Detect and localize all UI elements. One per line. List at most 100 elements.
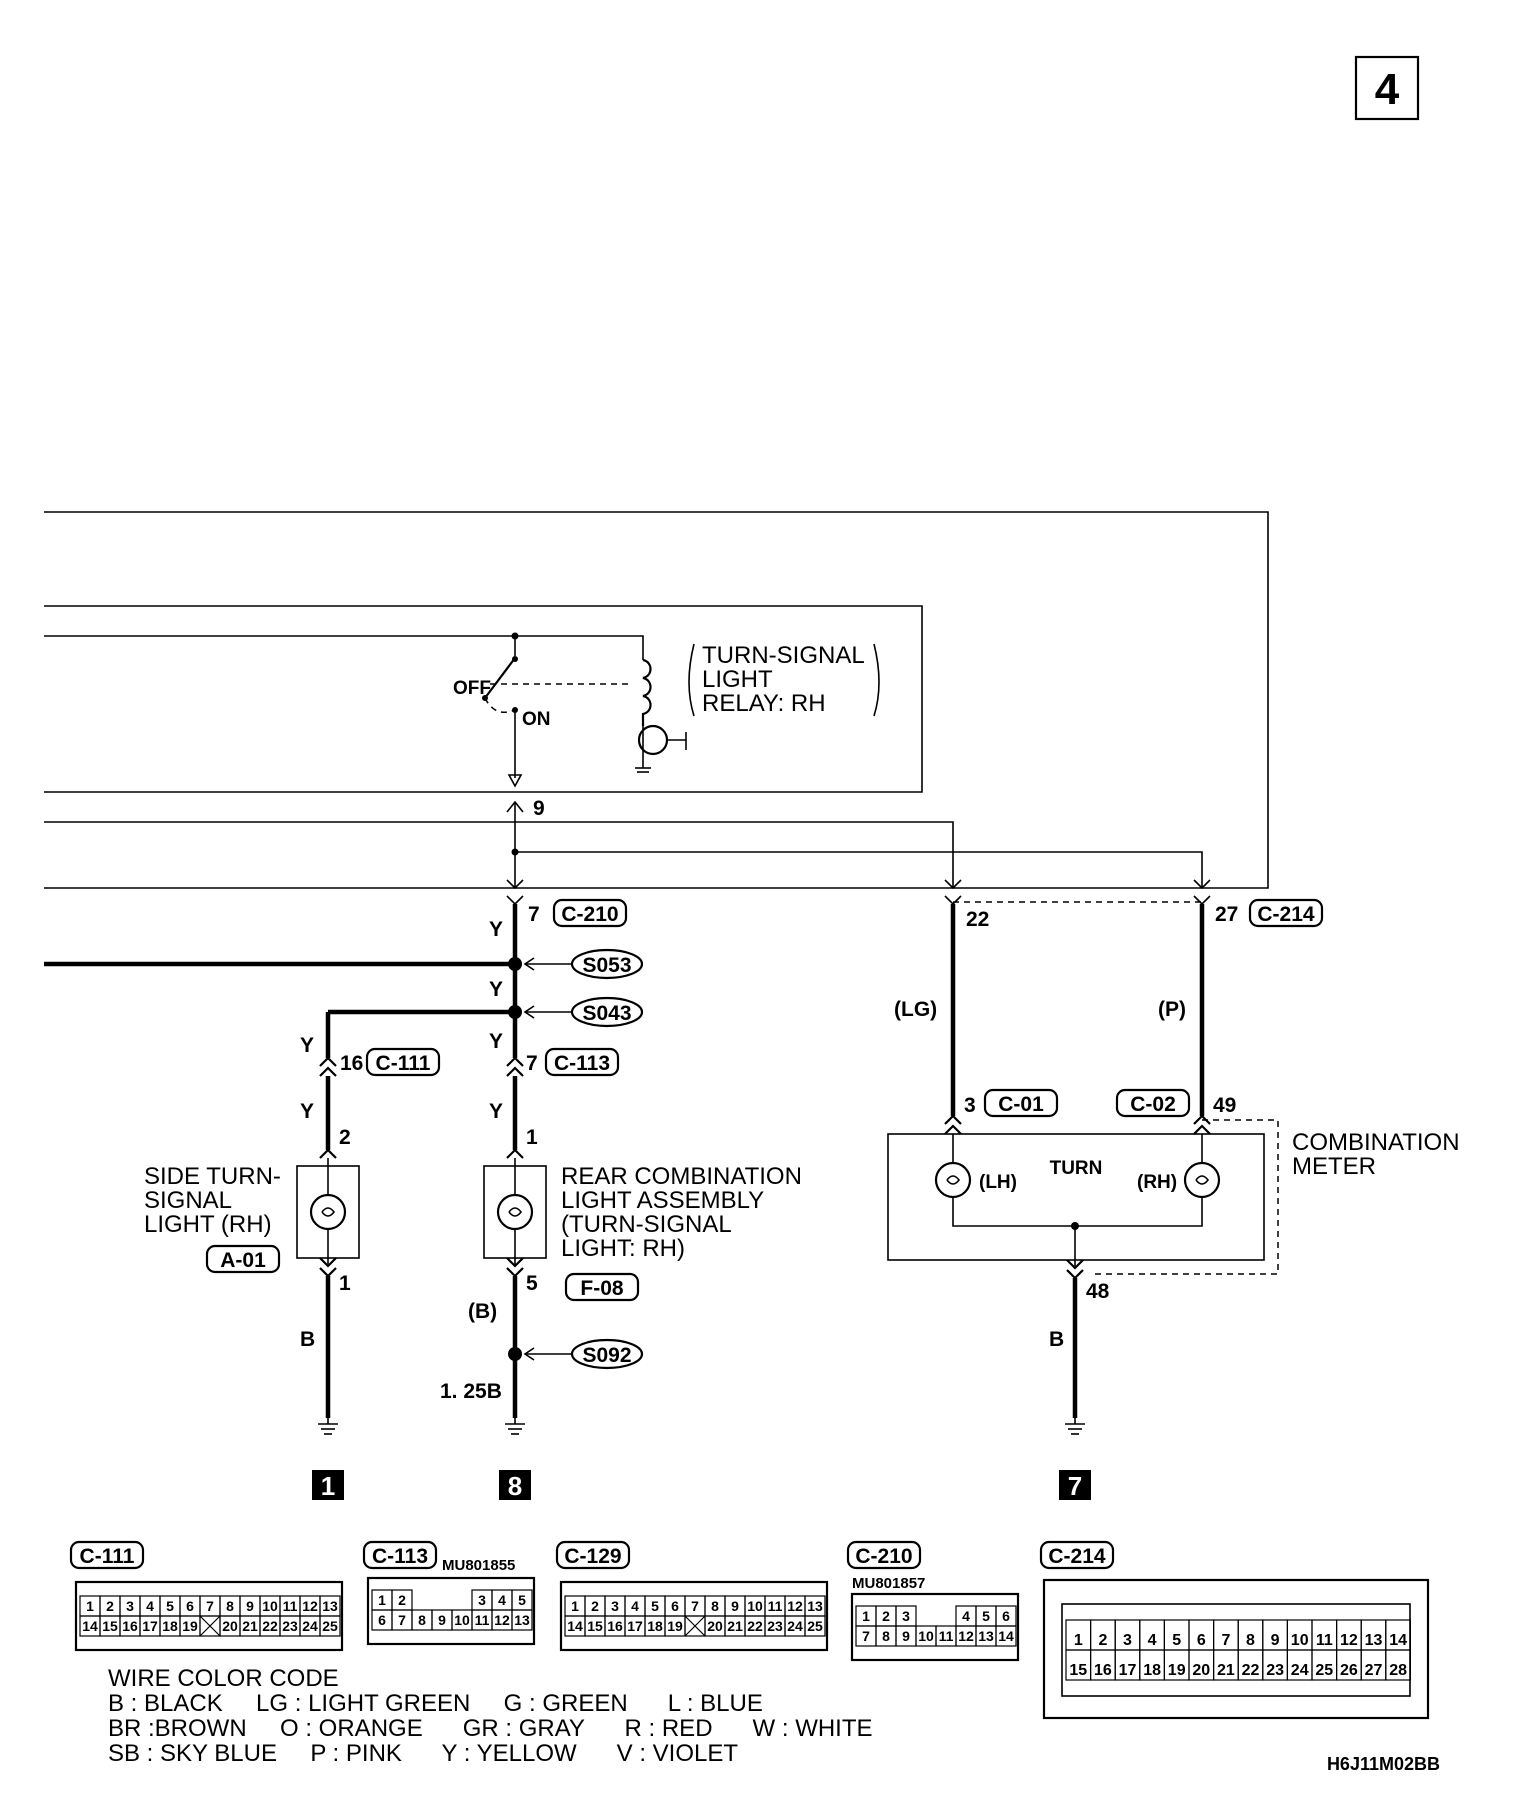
c01-pin: 3 — [964, 1094, 976, 1117]
ground-ref-7: 7 — [1068, 1471, 1082, 1501]
c210-pin-label: 6 — [1002, 1608, 1010, 1624]
ground-ref-1: 1 — [321, 1471, 335, 1501]
c113-chevron — [506, 1056, 524, 1077]
c111-pin-label: 6 — [186, 1598, 194, 1614]
relay-terminal-label: 9 — [533, 797, 545, 820]
c129-pin-label: 7 — [691, 1598, 699, 1614]
svg-text:MU801855: MU801855 — [442, 1557, 515, 1574]
c129-pin-label: 11 — [768, 1598, 783, 1614]
c210-pin: 7 — [528, 903, 540, 926]
wire-color-title: WIRE COLOR CODE — [108, 1665, 339, 1692]
rear-combo-label-3: (TURN-SIGNAL — [561, 1211, 732, 1238]
c214-pin-label: 12 — [1340, 1632, 1358, 1649]
wire-color-code: WIRE COLOR CODE B : BLACK LG : LIGHT GRE… — [108, 1665, 873, 1767]
c214-pin-label: 23 — [1266, 1662, 1284, 1679]
c214-pin-label: 25 — [1315, 1662, 1333, 1679]
wire-color-line-2: BR :BROWN O : ORANGE GR : GRAY R : RED W… — [108, 1715, 873, 1742]
wire-label-y-5: Y — [489, 1030, 503, 1053]
c111-pin-label: 8 — [226, 1598, 234, 1614]
side-turn-label-1: SIDE TURN- — [144, 1163, 281, 1190]
side-turn-label-2: SIGNAL — [144, 1187, 232, 1214]
c210-pin-label: 10 — [918, 1628, 934, 1644]
wire-label-y-2: Y — [489, 978, 503, 1001]
c214-pin-label: 26 — [1340, 1662, 1358, 1679]
c214-pin-label: 9 — [1271, 1632, 1280, 1649]
s053-tag-box — [570, 948, 644, 980]
c214-pin-label: 21 — [1217, 1662, 1235, 1679]
c02-pin: 49 — [1213, 1094, 1236, 1117]
c111-pin-label: 1 — [86, 1598, 94, 1614]
ground-symbol-8 — [505, 1418, 525, 1435]
c111-pin-label: 5 — [166, 1598, 174, 1614]
c111-pin-label: 10 — [262, 1598, 278, 1614]
ground-symbol-1 — [318, 1418, 338, 1435]
c129-pin-label: 6 — [671, 1598, 679, 1614]
c214-pin-label: 4 — [1148, 1632, 1157, 1649]
svg-text:C-210: C-210 — [855, 1545, 912, 1568]
wire-label-y-6: Y — [489, 1100, 503, 1123]
f08-tag-box — [564, 1272, 640, 1302]
c210-pin-label: 4 — [962, 1608, 970, 1624]
c210-pin-label: 13 — [978, 1628, 994, 1644]
c111-pin-label: 4 — [146, 1598, 154, 1614]
c111-pin-label: 23 — [282, 1618, 298, 1634]
c02-chevron — [1193, 1114, 1211, 1135]
relay-box: OFF ON TURN-SIGNAL LIGHT RELAY: RH — [44, 605, 923, 793]
c129-pin-label: 5 — [651, 1598, 659, 1614]
f08-tag: F-08 — [580, 1277, 624, 1300]
svg-text:MU801857: MU801857 — [852, 1575, 925, 1592]
rear-combo-label-1: REAR COMBINATION — [561, 1163, 802, 1190]
c111-pin-label: 20 — [222, 1618, 238, 1634]
ground-ref-1-box — [312, 1470, 344, 1500]
c113-pin-label: 13 — [514, 1612, 530, 1628]
a01-tag-box — [205, 1244, 281, 1274]
c111-pin-label: 24 — [302, 1618, 318, 1634]
c214-pin-label: 16 — [1094, 1662, 1112, 1679]
c113-pin-label: 11 — [475, 1612, 490, 1628]
meter-label-1: COMBINATION — [1292, 1129, 1460, 1156]
c111-pin-label: 21 — [242, 1618, 258, 1634]
c210-pin-label: 3 — [902, 1608, 910, 1624]
meter-shield — [1090, 1119, 1279, 1275]
c111-pin: 16 — [340, 1052, 363, 1075]
side-turn-pin-bottom: 1 — [339, 1272, 351, 1295]
c129-pin-label: 3 — [611, 1598, 619, 1614]
c113-pin-label: 10 — [454, 1612, 470, 1628]
c02-tag: C-02 — [1130, 1093, 1176, 1116]
meter-rh-lamp — [1183, 1161, 1221, 1199]
c214-pin-label: 14 — [1389, 1632, 1407, 1649]
c214-pin-label: 1 — [1074, 1632, 1083, 1649]
c210-pin-label: 12 — [958, 1628, 974, 1644]
c214-tag-box — [1248, 898, 1324, 928]
c214-pin-label: 28 — [1389, 1662, 1407, 1679]
c111-tag-box — [365, 1047, 441, 1077]
c214-pin-label: 17 — [1119, 1662, 1137, 1679]
c111-pin-label: 7 — [206, 1598, 214, 1614]
wire-label-lg: (LG) — [894, 998, 937, 1021]
meter-rh-label: (RH) — [1137, 1172, 1177, 1193]
c129-pin-label: 25 — [807, 1618, 823, 1634]
c214-pin-lh: 22 — [966, 908, 989, 931]
c129-pin-label: 9 — [731, 1598, 739, 1614]
ground-ref-7-box — [1059, 1470, 1091, 1500]
wire-label-y-3: Y — [300, 1034, 314, 1057]
c210-pin-label: 8 — [882, 1628, 890, 1644]
c210-pin-label: 14 — [998, 1628, 1014, 1644]
c129-pin-label: 10 — [747, 1598, 763, 1614]
c111-blank-pin — [199, 1615, 221, 1637]
wire-label-b-2: B — [1049, 1328, 1064, 1351]
wire-color-line-3: SB : SKY BLUE P : PINK Y : YELLOW V : VI… — [108, 1740, 738, 1767]
c113-pin-label: 9 — [438, 1612, 446, 1628]
c214-pin-label: 27 — [1365, 1662, 1383, 1679]
c113-pin-label: 8 — [418, 1612, 426, 1628]
c111-pin-label: 2 — [106, 1598, 114, 1614]
s092-dot — [508, 1347, 522, 1361]
c214-pin-label: 10 — [1291, 1632, 1309, 1649]
c129-pin-label: 14 — [567, 1618, 583, 1634]
c214-pin-label: 20 — [1192, 1662, 1210, 1679]
c111-pin-label: 11 — [283, 1598, 298, 1614]
meter-turn-label: TURN — [1050, 1158, 1103, 1179]
